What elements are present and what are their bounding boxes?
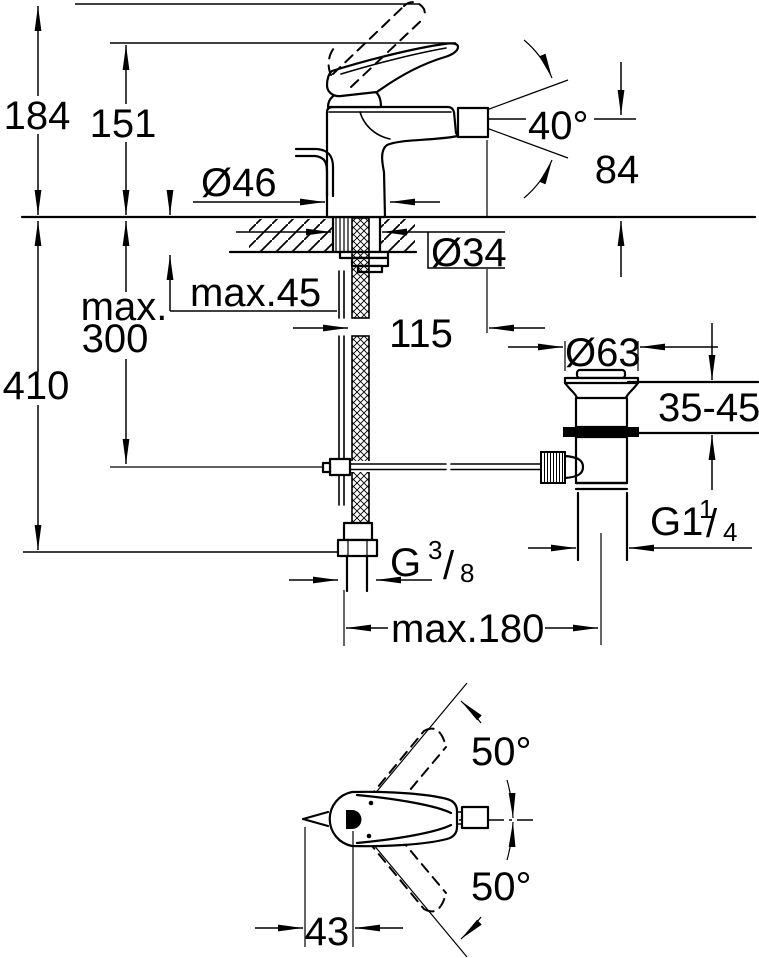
- pop-up-lever: [294, 147, 335, 198]
- handle-lever: [325, 42, 460, 98]
- shank-hole-edges: [331, 215, 382, 254]
- horizontal-pull-rod: [349, 463, 542, 471]
- dim-rod-drop-label-line2: 300: [82, 317, 149, 361]
- waste-knob-hub: [563, 454, 585, 480]
- dim-waste-deck-range-label: 35-45: [658, 386, 759, 430]
- plan-screw-dot-top: [368, 800, 374, 806]
- waste-body-lower: [574, 435, 629, 485]
- dim-spout-height: 151: [90, 45, 157, 215]
- waste-knurled-knob: [540, 451, 566, 484]
- dim-outlet-height-label: 84: [595, 148, 640, 192]
- waste-valve: [540, 368, 759, 645]
- waste-coupling-nut: [574, 481, 629, 491]
- dim-hole-diameter: Ø34: [236, 228, 507, 275]
- dim-swing-lower-label: 50°: [471, 865, 532, 909]
- waste-seal-ring: [563, 427, 639, 437]
- dim-max-spread-label: max.180: [391, 607, 544, 651]
- rod-coupling-screw: [321, 461, 332, 474]
- dim-hole-diameter-label: Ø34: [431, 231, 507, 275]
- dim-waste-flange: Ø63: [508, 331, 718, 375]
- dim-handle-offset: 43: [255, 827, 403, 954]
- hose-nut-facets: [347, 540, 368, 556]
- dim-supply-thread-sup: 3: [428, 535, 442, 565]
- dim-swing-upper: 50°: [460, 700, 532, 819]
- rod-coupling: [328, 457, 352, 477]
- dim-waste-thread-sup: 1: [699, 494, 713, 524]
- dim-max-spread: max.180: [343, 590, 598, 651]
- dim-waste-flange-label: Ø63: [565, 331, 641, 375]
- dim-supply-thread-slash: /: [443, 544, 455, 588]
- dim-handle-offset-label: 43: [305, 910, 350, 954]
- dim-spray-angle: 40°: [461, 39, 636, 199]
- faucet-body: [294, 1, 490, 219]
- handle-lever-top-face: [340, 47, 447, 75]
- deck-hatch-left: [249, 219, 333, 251]
- plan-aerator-joint: [456, 811, 463, 825]
- supply-hose-lower: [351, 335, 370, 524]
- dim-supply-thread: G 3 / 8: [289, 535, 474, 588]
- dim-spout-height-label: 151: [90, 102, 157, 146]
- top-view: 50° 50° 43: [255, 682, 533, 958]
- ceramic-deck-lines: [626, 380, 759, 435]
- dim-base-diameter: Ø46: [193, 161, 440, 206]
- hose-nut: [336, 538, 379, 558]
- dim-swing-upper-label: 50°: [471, 730, 532, 774]
- dim-deck-thickness-label: max.45: [190, 271, 321, 315]
- dim-deck-thickness: max.45: [166, 190, 337, 315]
- dim-swing-lower: 50°: [460, 821, 532, 940]
- plan-aerator: [460, 805, 490, 830]
- dim-rod-drop: max. 300: [81, 221, 168, 464]
- dim-spout-reach-label: 115: [389, 312, 453, 356]
- dim-hose-drop: 410: [3, 221, 70, 550]
- dim-waste-thread: G1 1 / 4: [528, 494, 752, 552]
- dim-waste-thread-sub: 4: [723, 517, 737, 547]
- dim-spout-reach: 115: [293, 140, 545, 356]
- dim-total-height-label: 184: [4, 94, 71, 138]
- reference-lines: [20, 3, 757, 553]
- dim-outlet-height: 84: [595, 62, 640, 277]
- dim-spray-angle-label: 40°: [528, 104, 589, 148]
- plan-cartridge-mark: [346, 810, 362, 829]
- dim-total-height: 184: [4, 6, 71, 215]
- waste-body-upper: [574, 396, 629, 429]
- dim-supply-thread-sub: 8: [460, 558, 474, 588]
- dim-hose-drop-label: 410: [3, 364, 70, 408]
- aerator: [456, 106, 490, 139]
- waste-flange: [563, 376, 640, 385]
- waste-neck: [563, 381, 640, 400]
- faucet-body-outline: [325, 105, 460, 219]
- dim-rod-drop-label-line1: max.: [81, 285, 168, 329]
- swing-ray-lower: [357, 825, 468, 958]
- hose-end-fitting: [342, 521, 374, 542]
- hose-thread-tail: [345, 554, 369, 593]
- supply-hose-upper: [351, 217, 370, 319]
- plan-screw-dot-bottom: [366, 833, 372, 839]
- faucet-spout-seam: [359, 111, 391, 140]
- dim-waste-thread-slash: /: [706, 502, 718, 546]
- handle-swing-upper-dashed: [367, 727, 447, 816]
- mounting-and-supply: [321, 215, 542, 593]
- shank-threads: [335, 218, 349, 252]
- front-view: 184 151 410 max. 300 max.45: [3, 1, 759, 651]
- handle-swing-lower-dashed: [367, 824, 447, 913]
- plan-handle-sides: [355, 793, 453, 845]
- dim-supply-thread-base: G: [390, 541, 421, 585]
- dim-waste-deck-range: 35-45: [658, 323, 759, 490]
- dim-base-diameter-label: Ø46: [201, 161, 277, 205]
- dim-waste-thread-base: G1: [650, 500, 703, 544]
- handle-raised-dashed: [327, 1, 426, 88]
- plan-pop-up-lever: [301, 810, 330, 828]
- lifting-rod: [338, 270, 345, 460]
- lifting-rod-stub: [338, 474, 345, 506]
- deck-hatch-right: [381, 219, 415, 251]
- waste-tailpipe: [576, 491, 629, 562]
